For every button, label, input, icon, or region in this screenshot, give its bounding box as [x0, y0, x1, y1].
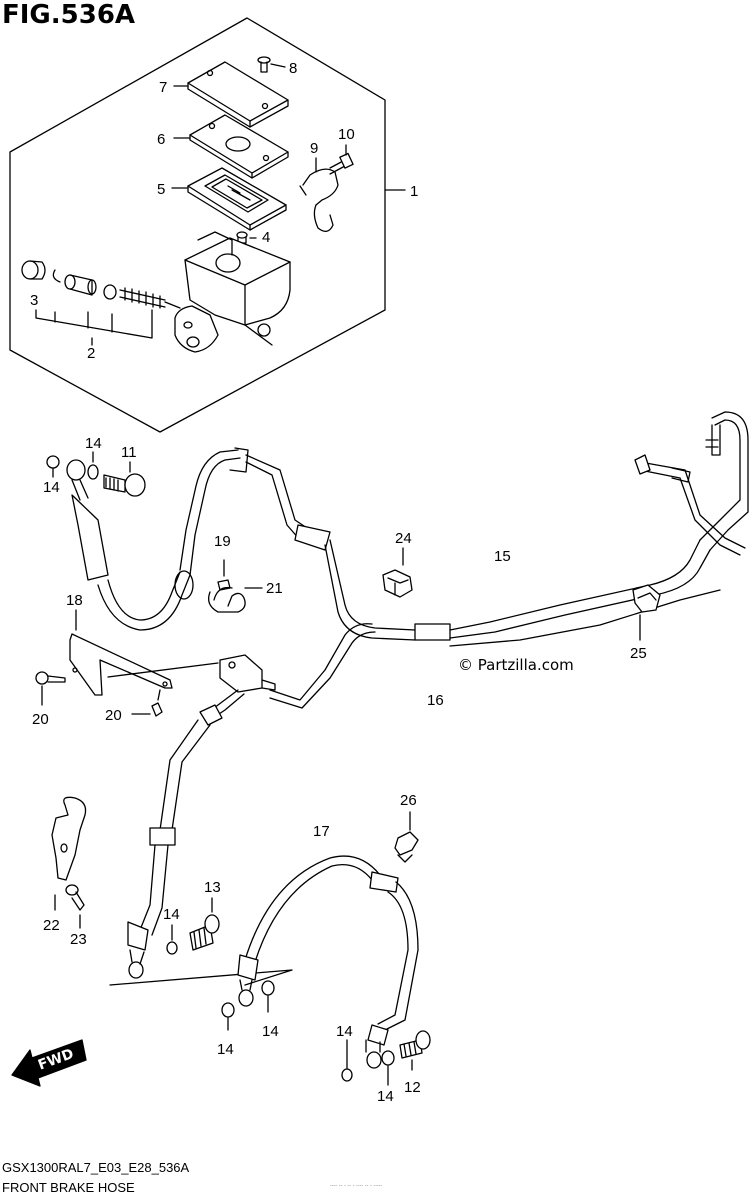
callout-20-b: 20: [105, 707, 122, 724]
brake-hose-lower-left: [127, 689, 245, 979]
brake-pipe-16: [269, 454, 746, 709]
plate-part-6: [189, 114, 289, 179]
watermark-text: © Partzilla.com: [458, 656, 574, 674]
callout-14-b: 14: [43, 479, 60, 496]
assembly-outline: [9, 17, 386, 433]
washer-part-14-f: [341, 1068, 353, 1082]
bolt-part-20-b: [131, 689, 163, 717]
bolt-part-10: [329, 144, 354, 175]
callout-21: 21: [266, 580, 283, 597]
callout-6: 6: [157, 131, 165, 148]
callout-7: 7: [159, 79, 167, 96]
washer-part-14-c: [166, 941, 178, 955]
callout-23: 23: [70, 931, 87, 948]
clip-part-26: [394, 811, 419, 863]
bracket-part-22: [51, 796, 87, 911]
reservoir-cap-part-7: [187, 61, 289, 128]
clip-part-21: [207, 586, 263, 613]
clamp-part-24: [382, 547, 413, 598]
banjo-bolt-part-12: [399, 1030, 431, 1071]
callout-17: 17: [313, 823, 330, 840]
callout-16: 16: [427, 692, 444, 709]
callout-22: 22: [43, 917, 60, 934]
callout-5: 5: [157, 181, 165, 198]
callout-18: 18: [66, 592, 83, 609]
washer-part-14-g: [381, 1050, 395, 1066]
callout-14-a: 14: [85, 435, 102, 452]
callout-11: 11: [121, 444, 137, 461]
callout-10: 10: [338, 126, 355, 143]
callout-15: 15: [494, 548, 511, 565]
callout-14-g: 14: [377, 1088, 394, 1105]
callout-9: 9: [310, 140, 318, 157]
bolt-part-23: [65, 884, 85, 929]
bolt-part-19: [217, 559, 231, 591]
washer-part-14-a: [46, 455, 60, 469]
callout-20-a: 20: [32, 711, 49, 728]
forward-arrow: [11, 1039, 87, 1087]
washer-part-14-d: [221, 1002, 235, 1018]
callout-26: 26: [400, 792, 417, 809]
figure-code: GSX1300RAL7_E03_E28_536A: [2, 1160, 190, 1175]
callout-14-e: 14: [262, 1023, 279, 1040]
callout-14-f: 14: [336, 1023, 353, 1040]
callout-25: 25: [630, 645, 647, 662]
screw-part-8: [257, 56, 286, 73]
bracket-line-2: [35, 309, 153, 339]
callout-14-c: 14: [163, 906, 180, 923]
banjo-bolt-part-11: [103, 461, 146, 497]
banjo-bolt-part-13: [189, 897, 220, 951]
washer-part-14-b: [87, 464, 99, 480]
figure-title: FIG.536A: [2, 0, 136, 30]
fine-print: ---- -- - -- - ---- -- - -----: [330, 1183, 383, 1189]
clamp-part-9: [299, 157, 339, 232]
piston-kit-part-2: [21, 260, 181, 309]
callout-4: 4: [262, 229, 270, 246]
leader-line-lower: [109, 969, 293, 986]
callout-3: 3: [30, 292, 38, 309]
bolt-part-20-a: [35, 671, 66, 706]
callout-14-d: 14: [217, 1041, 234, 1058]
figure-name: FRONT BRAKE HOSE: [2, 1180, 135, 1195]
callout-13: 13: [204, 879, 221, 896]
callout-24: 24: [395, 530, 412, 547]
callout-2: 2: [87, 345, 95, 362]
master-cylinder-body: [174, 231, 291, 353]
callout-1: 1: [410, 183, 418, 200]
callout-8: 8: [289, 60, 297, 77]
callout-19: 19: [214, 533, 231, 550]
clamp-part-25: [632, 584, 661, 641]
callout-12: 12: [404, 1079, 421, 1096]
brake-hose-17: [237, 855, 419, 1069]
bracket-part-18: [69, 609, 219, 696]
junction-block: [219, 654, 276, 693]
washer-part-14-e: [261, 980, 275, 996]
diaphragm-part-5: [187, 167, 287, 231]
